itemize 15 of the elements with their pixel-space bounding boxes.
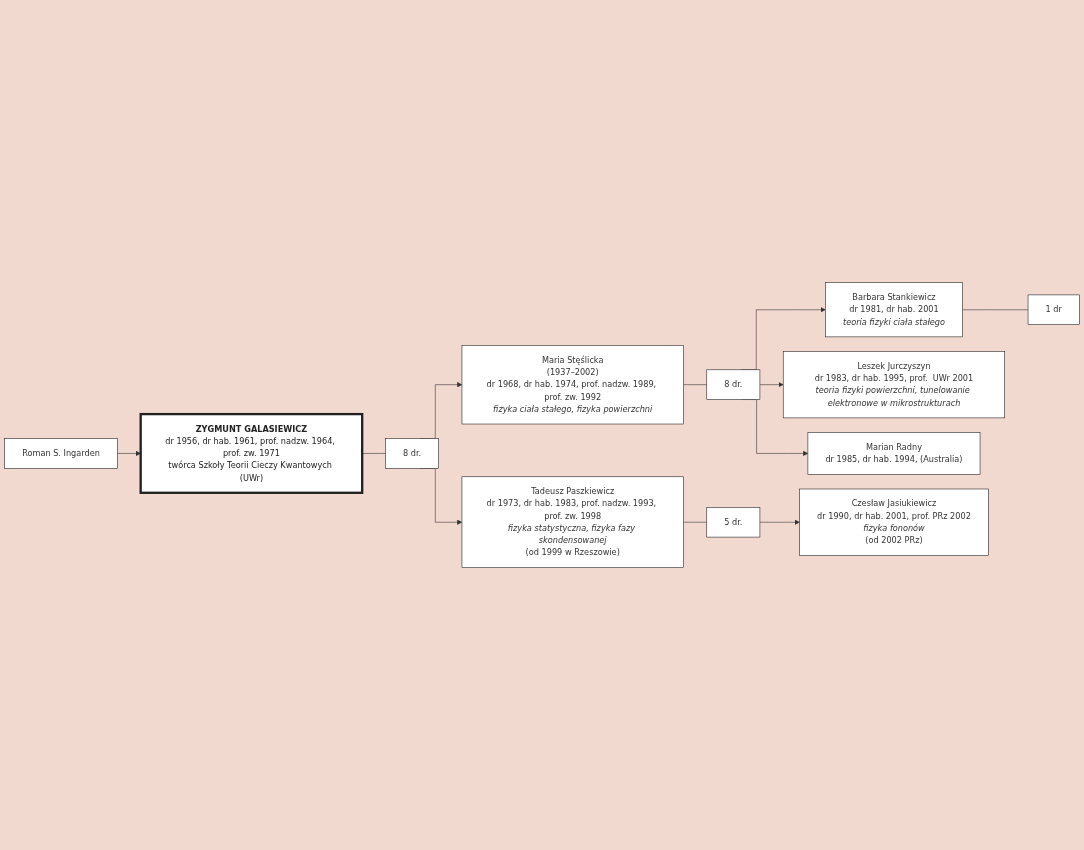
node-box: Marian Radny dr 1985, dr hab. 1994, (Australia) bbox=[807, 432, 981, 475]
connector bbox=[962, 309, 1029, 310]
node-box: Leszek Jurczyszyn dr 1983, dr hab. 1995, prof. UWr 2001 teoria fizyki powierzchni, tunelowanie elektronowe w mikrostrukturach bbox=[782, 350, 1005, 418]
node-box: 8 dr. bbox=[385, 438, 439, 469]
connector bbox=[683, 521, 708, 523]
node-box: 8 dr. bbox=[706, 369, 761, 400]
connector bbox=[683, 384, 708, 385]
node-box: ZYGMUNT GALASIEWICZ dr 1956, dr hab. 1961, prof. nadzw. 1964, prof. zw. 1971 twórca Szkoły Teorii Cieczy Kwantowych (UWr) bbox=[139, 412, 364, 494]
node-box: 1 dr bbox=[1027, 294, 1080, 325]
node-box: Tadeusz Paszkiewicz dr 1973, dr hab. 1983, prof. nadzw. 1993, prof. zw. 1998 fizyka statystyczna, fizyka fazy skondensowanej (od 1999 w Rzeszowie) bbox=[461, 476, 684, 568]
node-box: Maria Stęślicka (1937–2002) dr 1968, dr hab. 1974, prof. nadzw. 1989, prof. zw. 1992 fizyka ciała stałego, fizyka powierzchni bbox=[461, 344, 684, 425]
node-box: Barbara Stankiewicz dr 1981, dr hab. 2001 teoria fizyki ciała stałego bbox=[825, 282, 963, 337]
node-box: Roman S. Ingarden bbox=[4, 438, 118, 469]
node-box: Czesław Jasiukiewicz dr 1990, dr hab. 2001, prof. PRz 2002 fizyka fononów (od 2002 PRz) bbox=[799, 488, 989, 556]
node-box: 5 dr. bbox=[706, 506, 761, 538]
